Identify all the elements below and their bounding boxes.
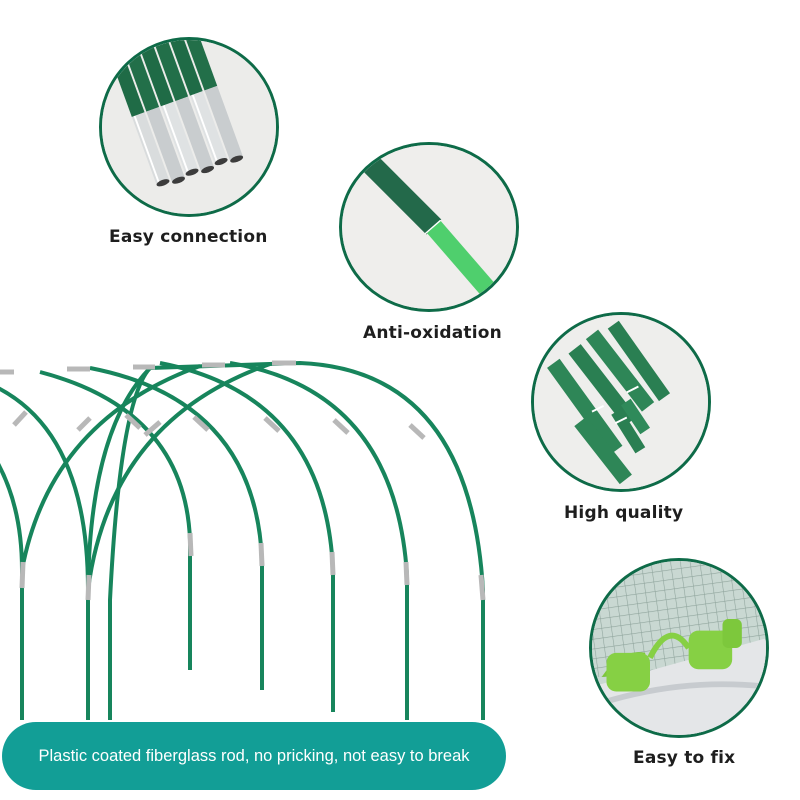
description-banner: Plastic coated fiberglass rod, no pricki… bbox=[2, 722, 506, 790]
feature-caption: Easy to fix bbox=[633, 748, 736, 768]
banner-text: Plastic coated fiberglass rod, no pricki… bbox=[38, 746, 470, 765]
green-clip-on-mesh-icon bbox=[589, 558, 769, 738]
silver-tube-ends-icon bbox=[99, 37, 279, 217]
feature-caption: High quality bbox=[564, 503, 684, 523]
feature-caption: Easy connection bbox=[109, 227, 268, 247]
coated-rod-icon bbox=[339, 142, 519, 312]
feature-caption: Anti-oxidation bbox=[363, 323, 502, 343]
green-rods-bundle-icon bbox=[531, 312, 711, 492]
greenhouse-hoops-illustration bbox=[0, 360, 486, 720]
